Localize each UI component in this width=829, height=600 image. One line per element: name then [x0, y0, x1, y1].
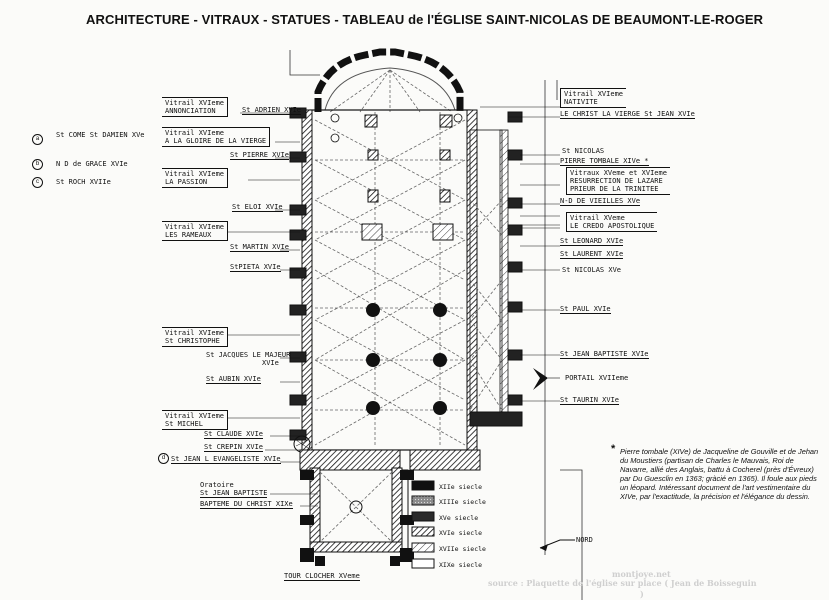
label-st-nicolas-2: St NICOLAS XVe [562, 266, 622, 274]
label-st-aubin: St AUBIN XVIe [206, 375, 261, 384]
legend-label-xv: XVe siecle [439, 514, 479, 522]
label-nd-vieilles: N-D DE VIEILLES XVe [560, 197, 641, 206]
legend-swatch-xiii [411, 495, 435, 506]
label-christ-vierge: LE CHRIST LA VIERGE St JEAN XVIe [560, 110, 695, 119]
marker-d-icon: d [158, 453, 169, 464]
label-st-jean-baptiste: St JEAN BAPTISTE XVIe [560, 350, 649, 359]
label-st-taurin: St TAURIN XVIe [560, 396, 620, 405]
source-line: source : Plaquette de l'église sur place… [488, 578, 757, 588]
label-st-laurent: St LAURENT XVIe [560, 250, 624, 259]
label-st-jean-evangeliste: St JEAN L EVANGELISTE XVIe [171, 455, 281, 464]
far-left-legend-c: St ROCH XVIIe [56, 178, 111, 186]
legend-swatch-xii [411, 480, 435, 491]
legend-label-xii: XIIe siecle [439, 483, 483, 491]
label-st-crepin: St CREPIN XVIe [204, 443, 264, 452]
label-st-pieta: StPIETA XVIe [230, 263, 281, 272]
label-st-leonard: St LEONARD XVIe [560, 237, 624, 246]
north-label: NORD [576, 536, 593, 544]
label-st-martin: St MARTIN XVIe [230, 243, 290, 252]
legend-label-xiii: XIIIe siecle [439, 498, 486, 506]
label-st-paul: St PAUL XVIe [560, 305, 611, 314]
marker-a-icon: a [32, 134, 43, 145]
legend-swatch-xv [411, 511, 435, 522]
label-st-claude: St CLAUDE XVIe [204, 430, 264, 439]
far-left-legend-b: N D de GRACE XVIe [56, 160, 128, 168]
marker-b-icon: b [32, 159, 43, 170]
label-st-nicolas-1: St NICOLAS [562, 147, 605, 155]
note-text: Pierre tombale (XIVe) de Jacqueline de G… [620, 447, 819, 501]
label-pierre-tombale: PIERRE TOMBALE XIVe * [560, 157, 649, 166]
legend-swatch-xvii [411, 542, 435, 553]
source-site[interactable]: montjoye.net [612, 569, 671, 579]
legend-swatch-xvi [411, 526, 435, 537]
far-left-legend-a: St COME St DAMIEN XVe [56, 131, 145, 139]
note-asterisk: * [611, 443, 616, 455]
label-portail: PORTAIL XVIIeme [565, 374, 629, 382]
label-st-pierre: St PIERRE XVIe [230, 151, 290, 160]
tombstone-note: * Pierre tombale (XIVe) de Jacqueline de… [611, 444, 820, 502]
label-tour-clocher: TOUR CLOCHER XVeme [284, 572, 360, 581]
label-st-adrien: St ADRIEN XVIe [242, 106, 302, 115]
label-bapteme: BAPTEME DU CHRIST XIXe [200, 500, 293, 509]
legend-label-xix: XIXe siecle [439, 561, 483, 569]
marker-c-icon: c [32, 177, 43, 188]
page-title: ARCHITECTURE - VITRAUX - STATUES - TABLE… [86, 12, 764, 27]
label-st-eloi: St ELOI XVIe [232, 203, 283, 212]
source-end: ) [640, 589, 644, 599]
legend-label-xvi: XVIe siecle [439, 529, 483, 537]
legend-swatch-xix [411, 558, 435, 569]
legend-label-xvii: XVIIe siecle [439, 545, 486, 553]
